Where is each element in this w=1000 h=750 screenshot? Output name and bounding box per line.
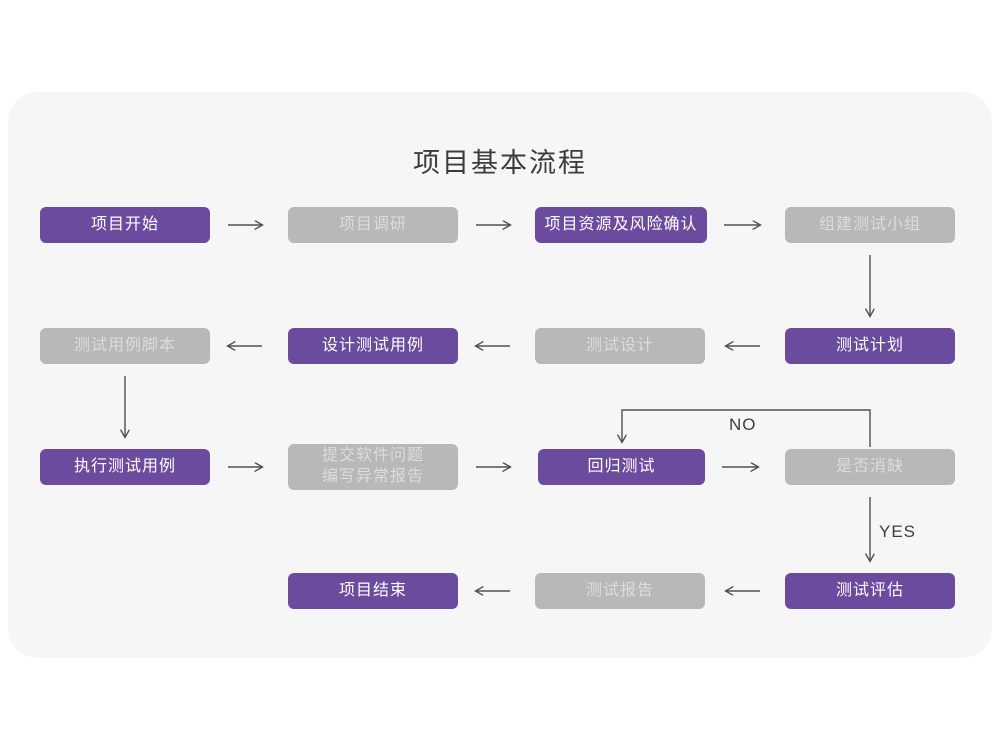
edge-label-no: NO <box>729 415 757 434</box>
node-project-end: 项目结束 <box>288 573 458 609</box>
node-test-evaluation: 测试评估 <box>785 573 955 609</box>
node-project-start: 项目开始 <box>40 207 210 243</box>
node-test-design: 测试设计 <box>535 328 705 364</box>
node-regression-test: 回归测试 <box>538 449 705 485</box>
node-test-case-scripts: 测试用例脚本 <box>40 328 210 364</box>
node-test-plan: 测试计划 <box>785 328 955 364</box>
node-defect-cleared-check: 是否消缺 <box>785 449 955 485</box>
node-build-test-team: 组建测试小组 <box>785 207 955 243</box>
page-title: 项目基本流程 <box>413 148 587 178</box>
node-design-test-cases: 设计测试用例 <box>288 328 458 364</box>
flowchart-card <box>8 92 992 658</box>
node-test-report: 测试报告 <box>535 573 705 609</box>
node-execute-test-cases: 执行测试用例 <box>40 449 210 485</box>
node-project-research: 项目调研 <box>288 207 458 243</box>
node-resources-risk-confirm: 项目资源及风险确认 <box>535 207 707 243</box>
edge-label-yes: YES <box>879 522 917 541</box>
node-submit-issues-report: 提交软件问题 编写异常报告 <box>288 444 458 490</box>
